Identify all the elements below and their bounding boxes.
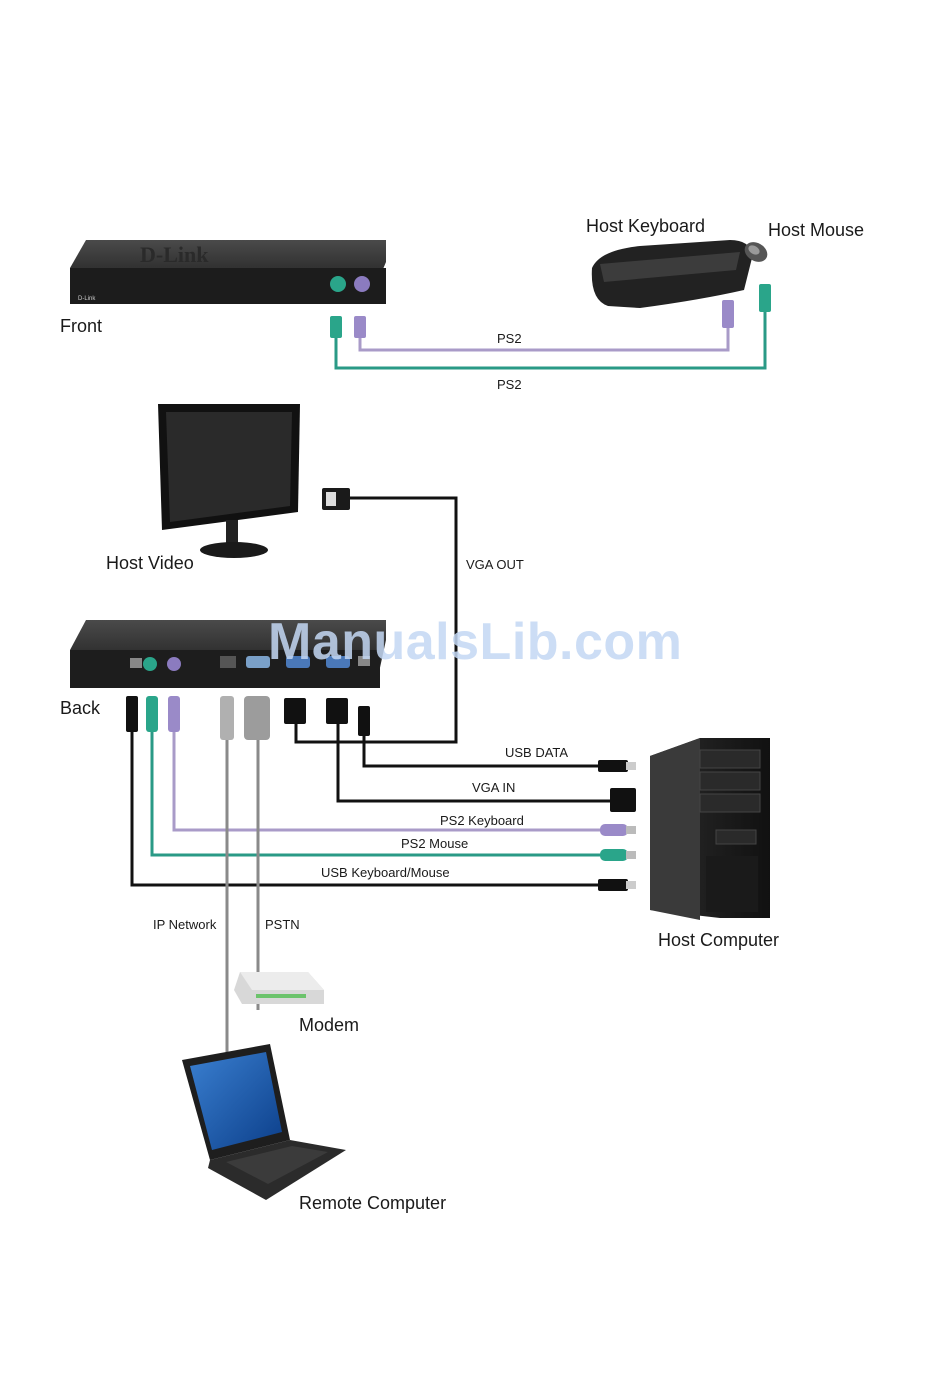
modem-device <box>234 972 324 1004</box>
ps2-top-label: PS2 <box>497 331 522 346</box>
svg-text:D-Link: D-Link <box>78 296 96 302</box>
vga-in-label: VGA IN <box>472 780 515 795</box>
kvm-front-unit: D-Link D-Link <box>70 240 386 304</box>
usb-keyboard-mouse-label: USB Keyboard/Mouse <box>321 865 450 880</box>
svg-text:D-Link: D-Link <box>140 242 209 267</box>
host-video-monitor <box>158 404 300 558</box>
back-label: Back <box>60 698 100 719</box>
host-computer-tower <box>650 738 770 920</box>
ip-network-label: IP Network <box>153 917 216 932</box>
remote-computer-label: Remote Computer <box>299 1193 446 1214</box>
host-video-label: Host Video <box>106 553 194 574</box>
modem-label: Modem <box>299 1015 359 1036</box>
ps2-keyboard-cable-front <box>360 310 728 350</box>
host-keyboard-image <box>592 240 752 308</box>
back-ps2-mouse-port <box>143 657 157 671</box>
front-ps2-mouse-port <box>330 276 346 292</box>
usb-data-label: USB DATA <box>505 745 568 760</box>
back-ps2-keyboard-port <box>167 657 181 671</box>
front-ps2-keyboard-port <box>354 276 370 292</box>
host-keyboard-label: Host Keyboard <box>586 216 705 237</box>
ps2-mouse-label: PS2 Mouse <box>401 836 468 851</box>
ps2-bottom-label: PS2 <box>497 377 522 392</box>
host-computer-label: Host Computer <box>658 930 779 951</box>
vga-out-label: VGA OUT <box>466 557 524 572</box>
ethernet-port <box>220 656 236 668</box>
watermark: ManualsLib.com <box>268 612 682 672</box>
host-mouse-label: Host Mouse <box>768 220 864 241</box>
front-label: Front <box>60 316 102 337</box>
pstn-label: PSTN <box>265 917 300 932</box>
ps2-mouse-cable-front <box>336 300 765 368</box>
ps2-keyboard-label: PS2 Keyboard <box>440 813 524 828</box>
usb-keyboard-mouse-port <box>130 658 142 668</box>
remote-computer-laptop <box>182 1044 346 1200</box>
rs232-port <box>246 656 270 668</box>
